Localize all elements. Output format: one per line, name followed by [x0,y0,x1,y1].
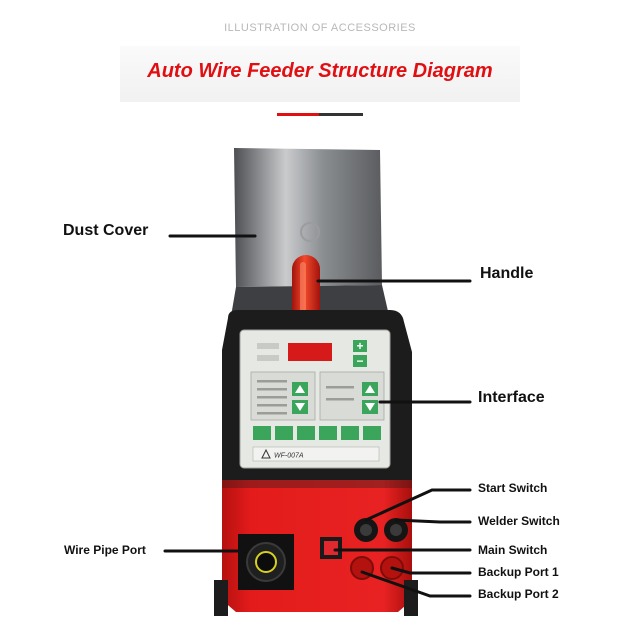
title-rule-red [277,113,319,116]
panel-button-6 [363,426,381,440]
label-wire-pipe-port: Wire Pipe Port [64,543,146,557]
right-foot [404,580,418,616]
label-welder-switch: Welder Switch [478,514,560,528]
label-main-switch: Main Switch [478,543,548,557]
leader-start-switch [364,488,472,522]
panel-button-1 [253,426,271,440]
plus-glyph: + [356,339,363,353]
cover-knob-icon [300,222,320,242]
header-kicker: ILLUSTRATION OF ACCESSORIES [224,22,416,34]
leader-welder-switch [394,518,472,524]
title-rule-dark [319,113,363,116]
welder-switch [384,518,408,542]
label-start-switch: Start Switch [478,481,548,495]
panel-button-2 [275,426,293,440]
wire-pipe-port [238,534,294,590]
minus-button [353,355,367,367]
digital-display [288,343,332,361]
label-backup-port-1: Backup Port 1 [478,565,559,579]
left-foot [214,580,228,616]
main-switch [320,537,342,559]
panel-button-4 [319,426,337,440]
minus-glyph: − [356,354,363,368]
control-panel: + − WF-007A [239,329,391,469]
start-switch [354,518,378,542]
label-interface: Interface [478,389,545,406]
leader-backup-port-2 [360,570,472,598]
diagram-title: Auto Wire Feeder Structure Diagram [147,60,493,82]
label-dust-cover: Dust Cover [63,222,149,239]
plus-button [353,340,367,352]
label-backup-port-2: Backup Port 2 [478,587,559,601]
title-band [120,46,520,102]
handle [292,255,320,327]
model-number: WF-007A [274,453,304,460]
panel-button-3 [297,426,315,440]
leader-backup-port-1 [390,566,472,575]
panel-button-5 [341,426,359,440]
label-handle: Handle [480,265,534,282]
warning-icon [261,448,271,459]
